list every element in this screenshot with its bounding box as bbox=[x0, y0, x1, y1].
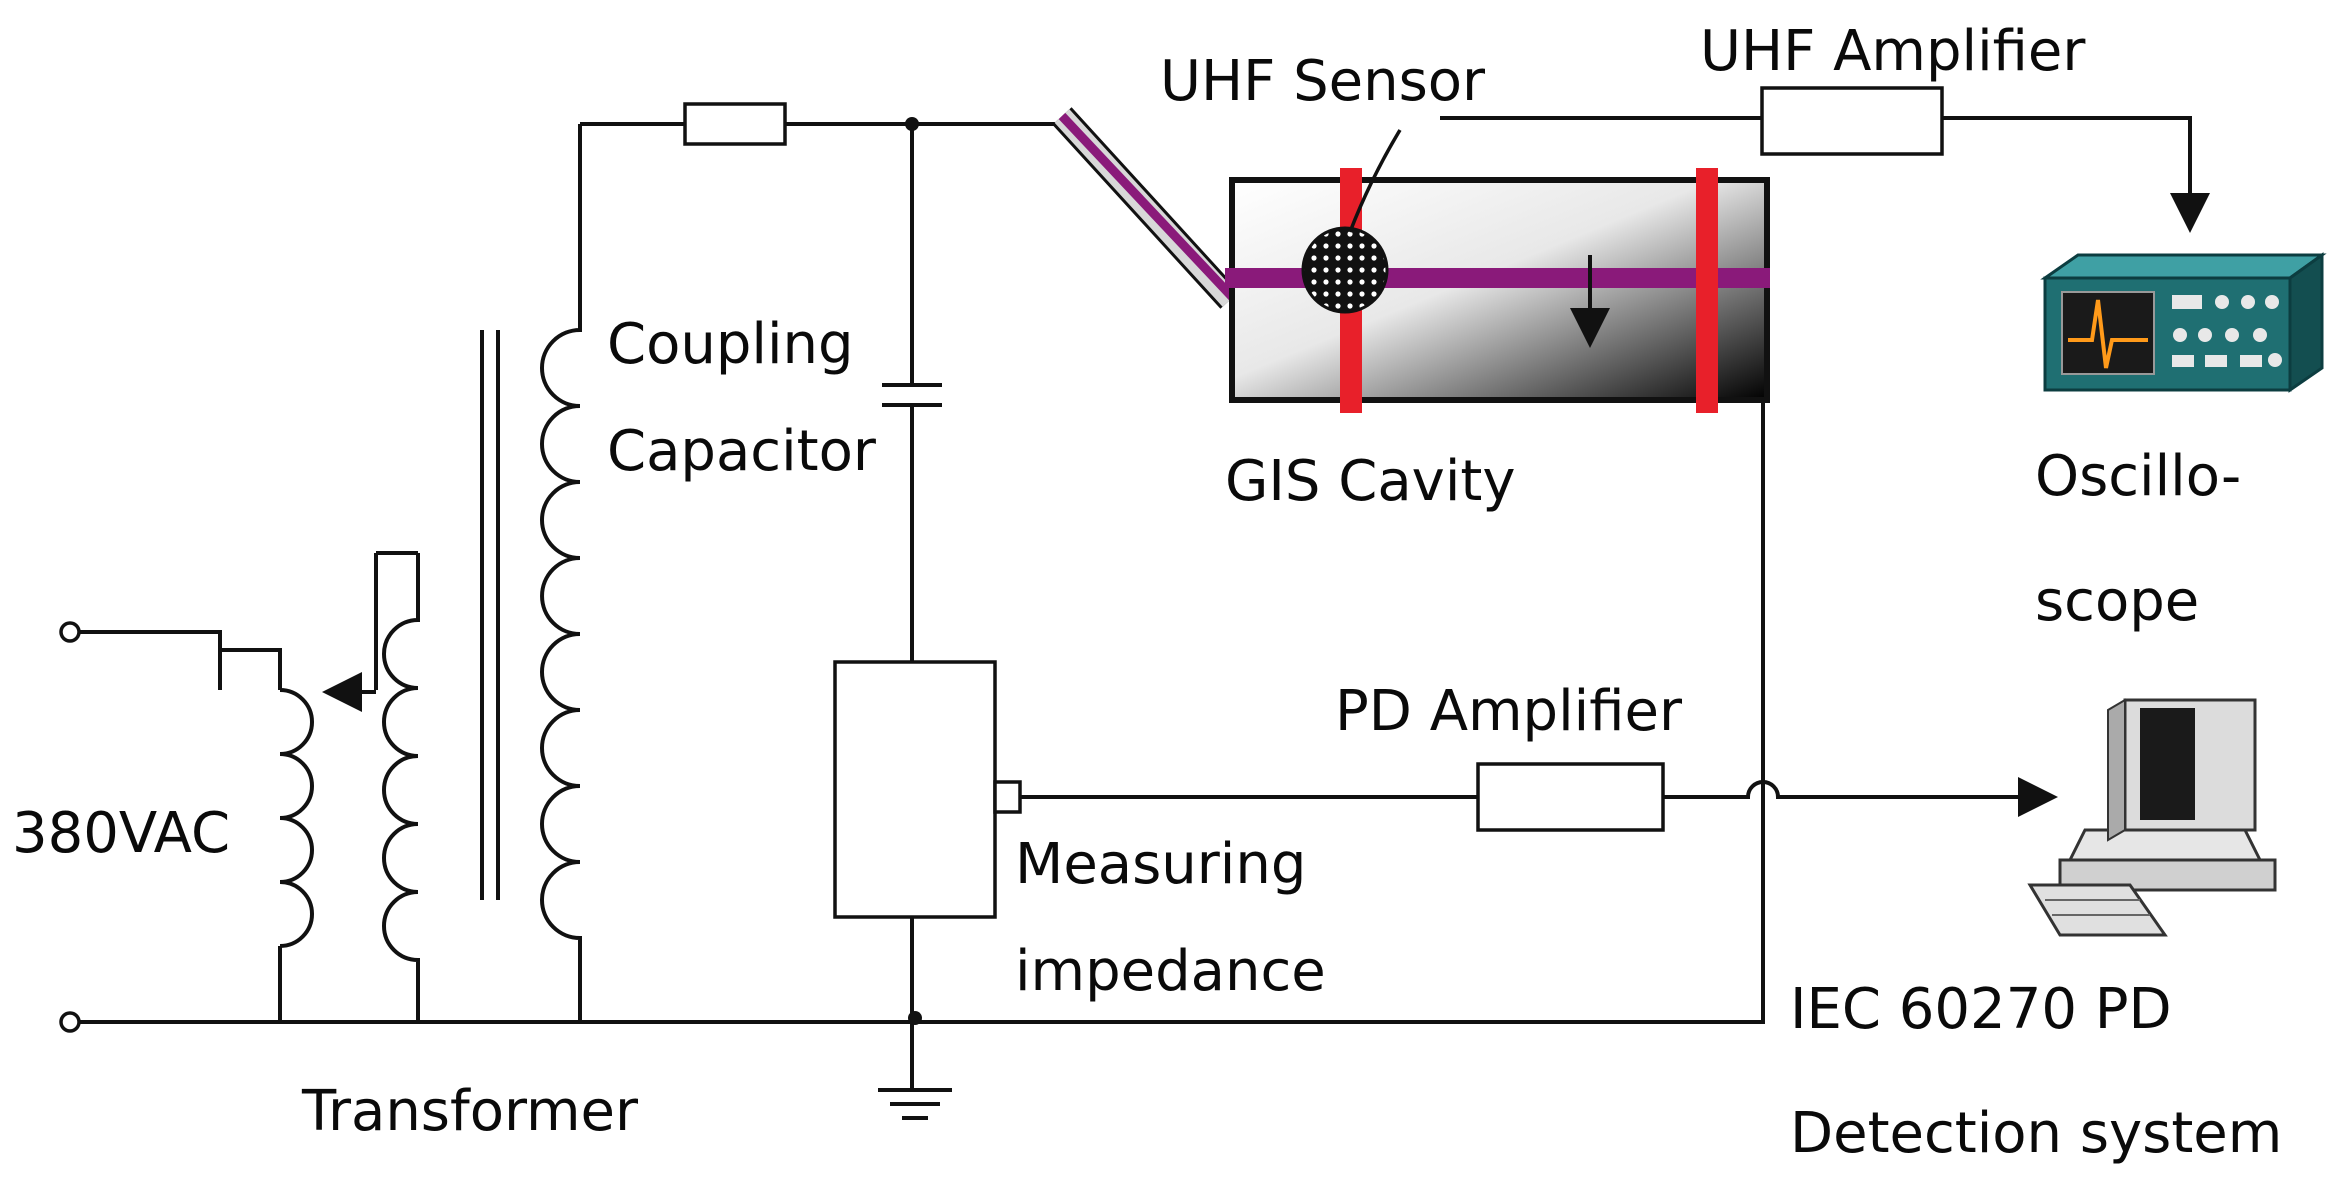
pd-amplifier-box bbox=[1476, 762, 1665, 832]
measuring-impedance-label-line2: impedance bbox=[1015, 939, 1326, 1004]
transformer-secondary-coil bbox=[540, 124, 582, 1018]
transformer-core bbox=[480, 330, 500, 900]
pd-signal-path bbox=[1020, 762, 2058, 832]
supply-voltage-label: 380VAC bbox=[12, 801, 230, 866]
gis-flange-right bbox=[1696, 168, 1718, 413]
supply-terminals bbox=[59, 621, 585, 1033]
ground-icon bbox=[878, 1088, 952, 1120]
transformer-label: Transformer bbox=[301, 1079, 639, 1144]
variac-coil bbox=[220, 551, 418, 1022]
uhf-sensor-label: UHF Sensor bbox=[1160, 49, 1486, 114]
hv-line bbox=[580, 102, 1062, 146]
uhf-amplifier-label: UHF Amplifier bbox=[1700, 19, 2086, 84]
oscilloscope-icon bbox=[2040, 252, 2327, 393]
protection-resistor bbox=[683, 102, 787, 146]
pd-amplifier-label: PD Amplifier bbox=[1335, 679, 1683, 744]
gis-cavity-label: GIS Cavity bbox=[1225, 449, 1515, 514]
measuring-impedance bbox=[833, 660, 1022, 1090]
transformer-primary-coil bbox=[382, 553, 420, 1022]
coupling-capacitor-label-line1: Coupling bbox=[607, 312, 854, 377]
uhf-signal-path bbox=[1440, 86, 2210, 233]
measuring-impedance-label-line1: Measuring bbox=[1015, 832, 1306, 897]
uhf-amplifier-box bbox=[1760, 86, 1944, 156]
oscilloscope-label-line2: scope bbox=[2035, 569, 2199, 634]
computer-icon bbox=[2027, 698, 2277, 937]
iec-system-label-line2: Detection system bbox=[1790, 1101, 2282, 1166]
gis-bushing bbox=[1052, 107, 1240, 309]
coupling-capacitor bbox=[882, 124, 942, 662]
oscilloscope-label-line1: Oscillo- bbox=[2035, 444, 2241, 509]
uhf-sensor-pointer bbox=[1348, 129, 1402, 233]
coupling-capacitor-label-line2: Capacitor bbox=[607, 419, 877, 484]
iec-system-label-line1: IEC 60270 PD bbox=[1790, 977, 2172, 1042]
uhf-sensor-disc bbox=[1301, 226, 1389, 314]
ground-bus bbox=[578, 400, 1765, 1025]
gis-cavity bbox=[1225, 129, 1770, 413]
